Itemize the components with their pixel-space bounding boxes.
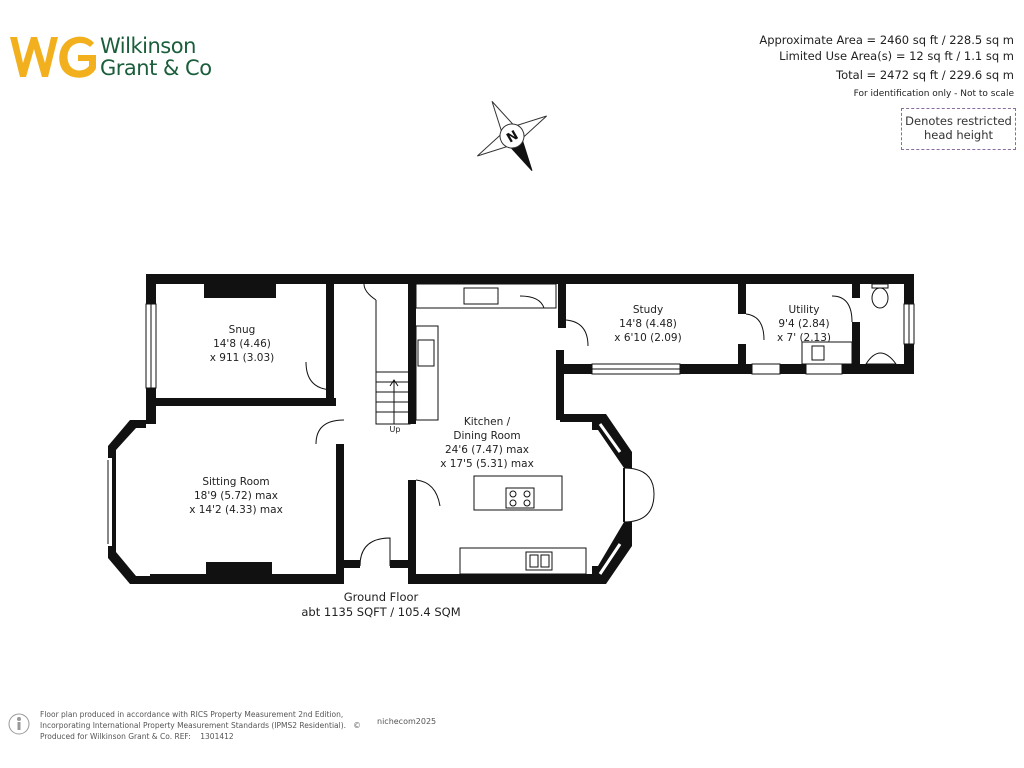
room-utility-dim1: 9'4 (2.84) [778, 318, 830, 330]
compass-icon: N [477, 101, 547, 171]
footer-copyright: © [353, 721, 361, 730]
sitting-room-bay [107, 420, 150, 584]
wc-icon [871, 283, 889, 309]
room-sitting-name: Sitting Room [202, 476, 270, 488]
room-snug-name: Snug [228, 324, 256, 336]
room-utility: Utility 9'4 (2.84) x 7' (2.13) [777, 303, 831, 345]
floor-caption: Ground Floor abt 1135 SQFT / 105.4 SQM [301, 590, 460, 620]
room-kitchen-name: Kitchen / [463, 416, 511, 428]
stairs-label: Up [390, 425, 401, 434]
footer-line2-text: Incorporating International Property Mea… [40, 721, 347, 730]
scale-note: For identification only - Not to scale [853, 89, 1014, 99]
room-snug-dim2: x 911 (3.03) [209, 352, 275, 364]
room-sitting: Sitting Room 18'9 (5.72) max x 14'2 (4.3… [189, 475, 283, 517]
area-summary: Approximate Area = 2460 sq ft / 228.5 sq… [759, 32, 1014, 100]
footer-line1: Floor plan produced in accordance with R… [40, 710, 344, 719]
floor-area: abt 1135 SQFT / 105.4 SQM [301, 605, 461, 619]
total-area: Total = 2472 sq ft / 229.6 sq m [836, 68, 1014, 82]
footer-notes: Floor plan produced in accordance with R… [40, 709, 361, 742]
room-study-dim2: x 6'10 (2.09) [614, 332, 682, 344]
room-kitchen-dim1: 24'6 (7.47) max [444, 444, 530, 456]
room-study-dim1: 14'8 (4.48) [619, 318, 677, 330]
wg-logo-mark [10, 36, 96, 78]
nichecom-year: 2025 [415, 717, 437, 726]
footer-line3-text: Produced for Wilkinson Grant & Co. REF: [40, 732, 191, 741]
room-utility-dim2: x 7' (2.13) [776, 332, 832, 344]
room-kitchen: Kitchen / Dining Room 24'6 (7.47) max x … [440, 415, 534, 471]
hob-icon [505, 487, 535, 509]
kitchen-bay [592, 414, 655, 584]
room-snug: Snug 14'8 (4.46) x 911 (3.03) [210, 323, 275, 365]
staircase [375, 300, 411, 425]
footer-line3: Produced for Wilkinson Grant & Co. REF: … [40, 731, 361, 742]
kitchen-island [473, 475, 563, 511]
restricted-legend-line1: Denotes restricted [905, 114, 1012, 128]
doors [305, 283, 853, 567]
brand-name-line2: Grant & Co [100, 56, 212, 80]
restricted-height-legend: Denotes restricted head height [901, 108, 1016, 150]
nichecom-brand: nichecom2025 [377, 717, 436, 726]
room-sitting-dim2: x 14'2 (4.33) max [189, 504, 283, 516]
room-study-name: Study [632, 304, 664, 316]
room-study: Study 14'8 (4.48) x 6'10 (2.09) [614, 303, 681, 345]
nichecom-name: nichecom [377, 717, 416, 726]
room-sitting-dim1: 18'9 (5.72) max [193, 490, 279, 502]
limited-use-area: Limited Use Area(s) = 12 sq ft / 1.1 sq … [779, 49, 1014, 63]
room-snug-dim1: 14'8 (4.46) [213, 338, 271, 350]
approximate-area: Approximate Area = 2460 sq ft / 228.5 sq… [759, 33, 1014, 47]
sink-icon [525, 551, 553, 571]
room-kitchen-dim2: x 17'5 (5.31) max [440, 458, 534, 470]
restricted-legend-line2: head height [923, 128, 994, 142]
basin-icon [865, 352, 897, 365]
floor-name: Ground Floor [343, 590, 419, 604]
footer-line2: Incorporating International Property Mea… [40, 720, 361, 731]
brand-name-line1: Wilkinson [100, 34, 196, 58]
rics-person-icon [8, 713, 30, 735]
footer-ref: 1301412 [200, 732, 234, 741]
room-kitchen-name2: Dining Room [453, 430, 521, 442]
brand-name: Wilkinson Grant & Co [100, 35, 212, 79]
room-utility-name: Utility [788, 304, 820, 316]
